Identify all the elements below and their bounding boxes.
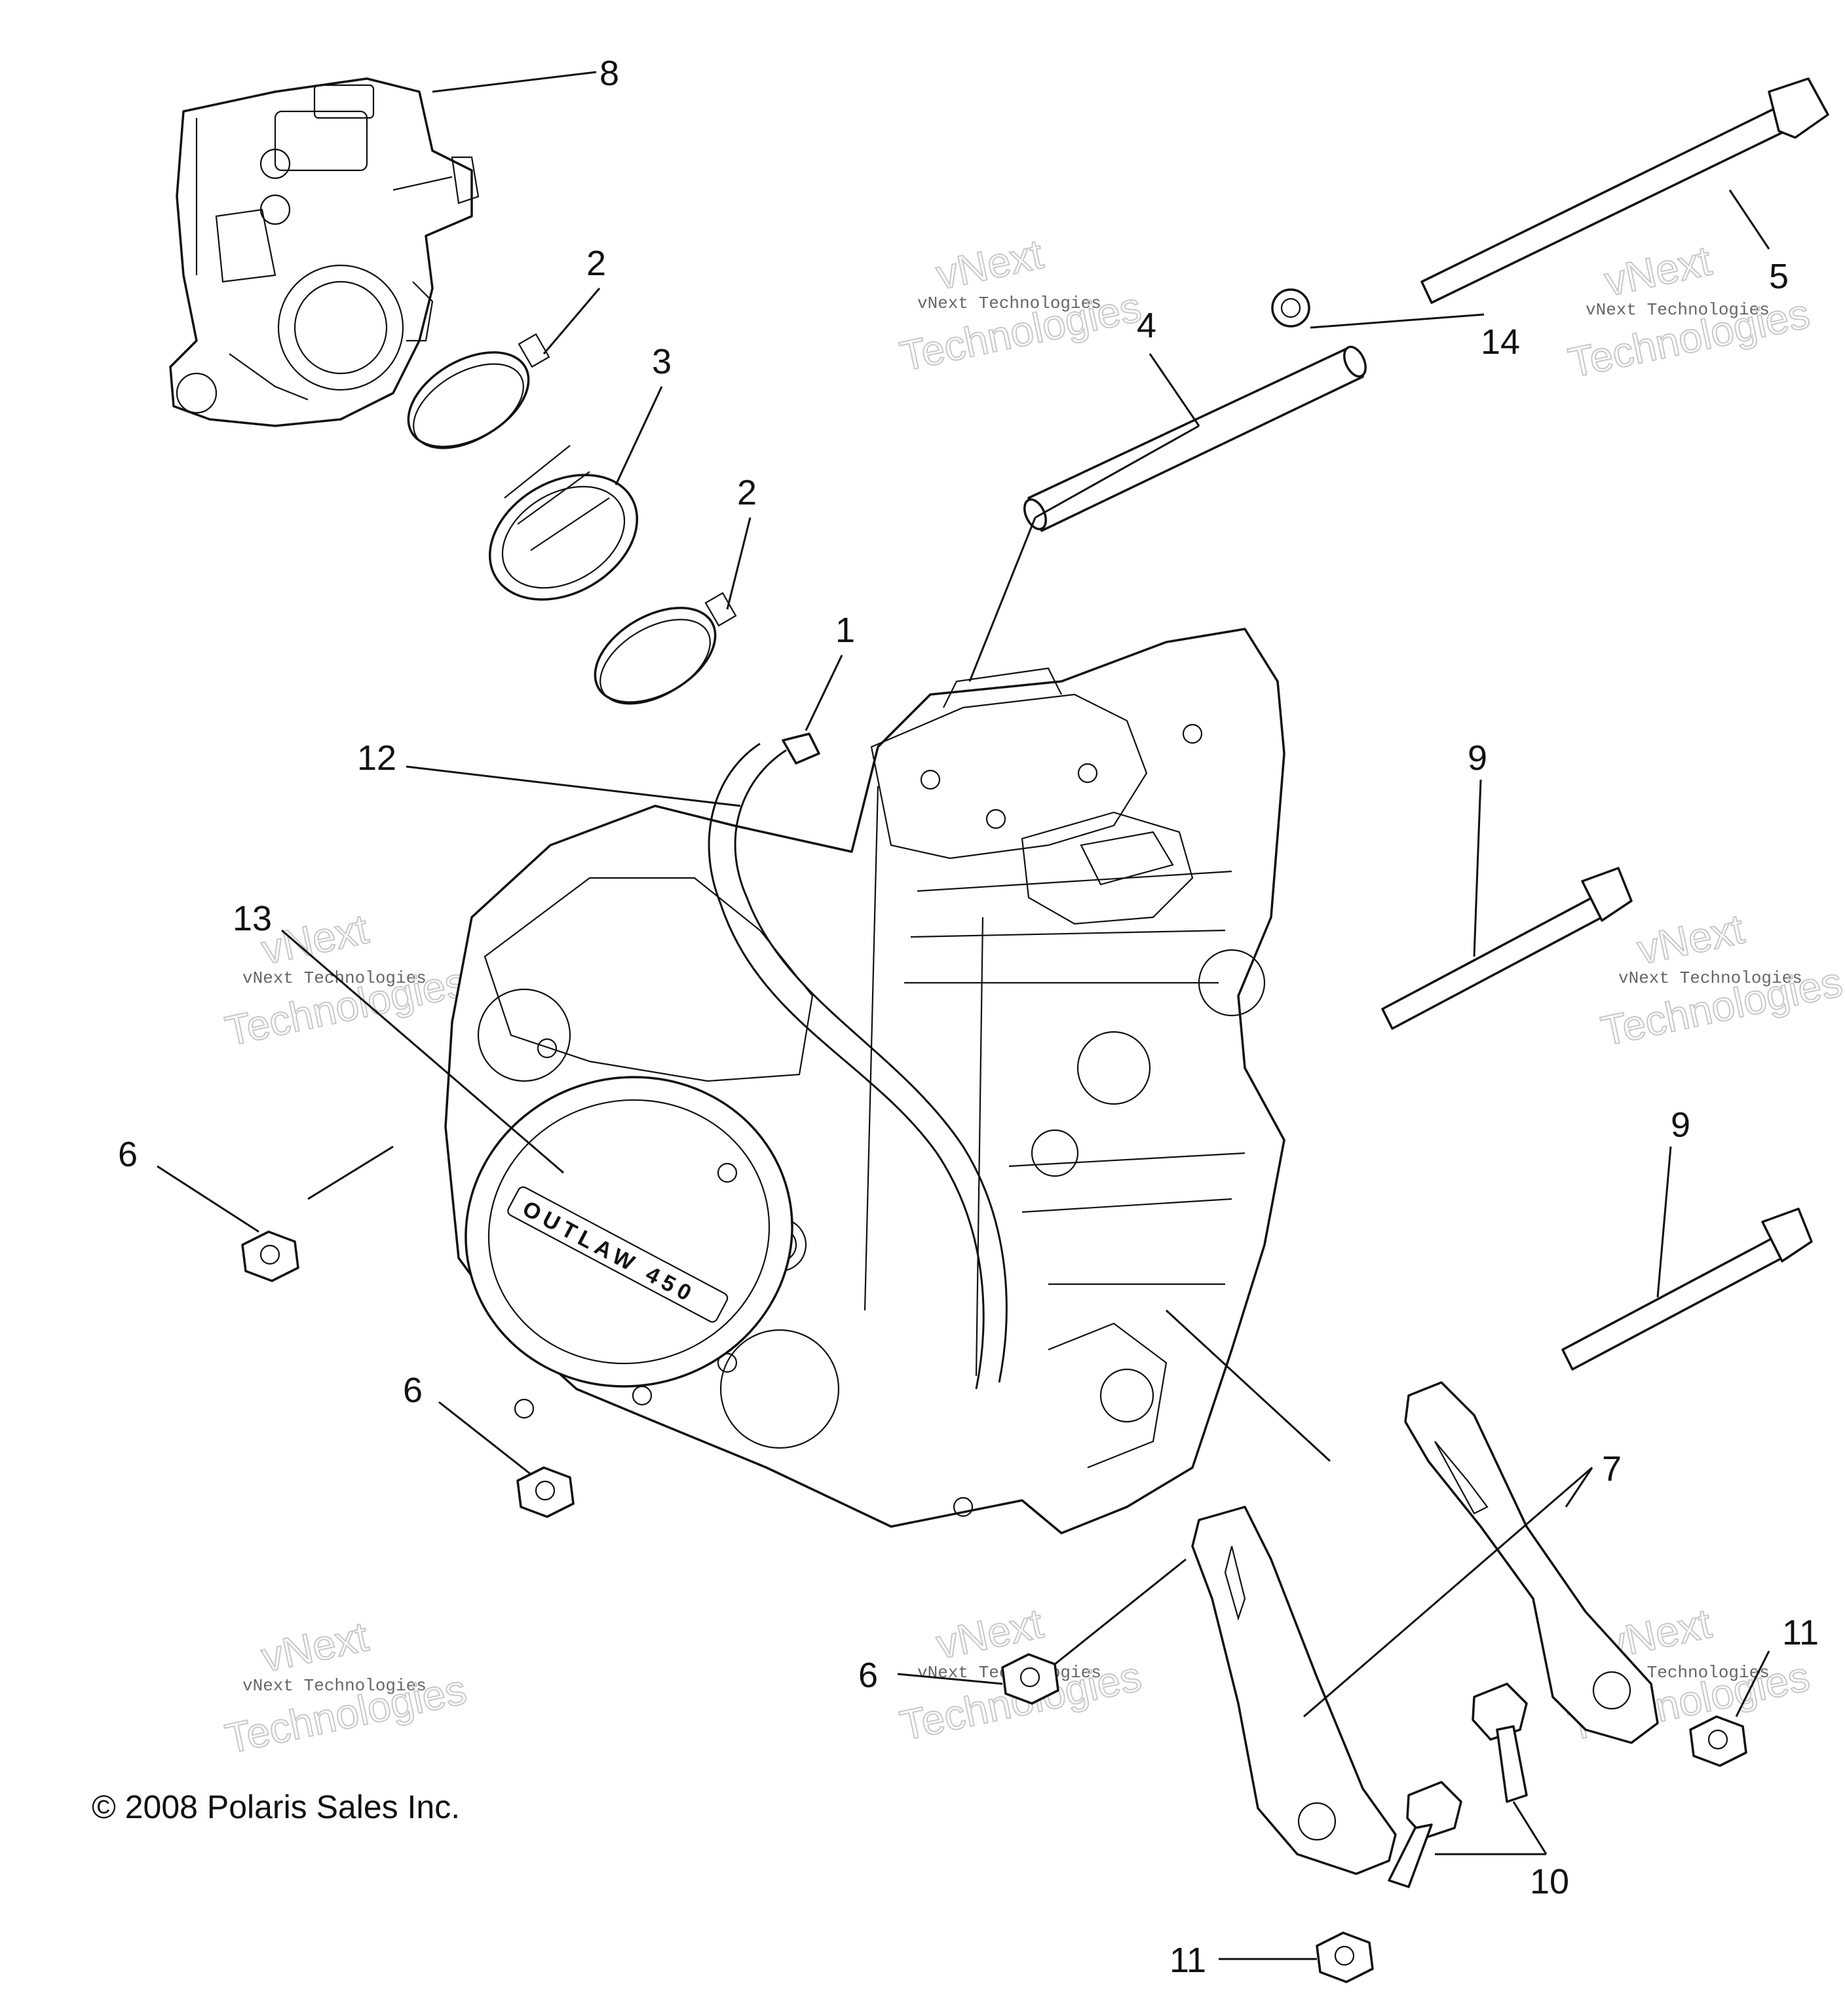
callout-9: 9 <box>1468 738 1487 778</box>
leader-lines <box>157 71 1770 1960</box>
callout-6: 6 <box>858 1656 878 1695</box>
svg-text:vNext Technologies: vNext Technologies <box>242 968 427 988</box>
svg-text:vNext Technologies: vNext Technologies <box>242 1676 427 1696</box>
lock-washer <box>1271 288 1310 328</box>
long-bolt <box>1420 77 1829 304</box>
intake-boot <box>488 445 639 601</box>
mount-bolt-lower <box>1561 1208 1813 1371</box>
callout-2: 2 <box>737 473 757 512</box>
callout-8: 8 <box>599 54 619 93</box>
svg-text:vNext Technologies: vNext Technologies <box>1586 300 1770 320</box>
watermark: vNext vNext Technologies Technologies <box>1564 236 1814 387</box>
clamp-lower <box>594 592 737 705</box>
svg-text:vNext: vNext <box>257 905 372 973</box>
bolt <box>1472 1683 1528 1803</box>
bolt <box>1388 1781 1462 1888</box>
callout-2: 2 <box>586 244 606 283</box>
callout-11: 11 <box>1782 1613 1819 1652</box>
svg-text:vNext: vNext <box>1601 237 1715 305</box>
engine-bracket-left <box>1191 1506 1397 1875</box>
callout-5: 5 <box>1769 257 1789 296</box>
callouts: 8 2 3 2 1 4 5 14 9 9 12 13 6 6 6 7 11 10… <box>118 54 1819 1980</box>
svg-text:vNext: vNext <box>932 230 1047 298</box>
lock-nut <box>1689 1715 1747 1767</box>
flange-nut <box>1001 1653 1059 1705</box>
watermark: vNext vNext Technologies Technologies <box>221 1612 471 1763</box>
callout-14: 14 <box>1481 322 1520 362</box>
callout-11: 11 <box>1170 1941 1206 1980</box>
callout-12: 12 <box>357 738 396 778</box>
svg-text:vNext: vNext <box>1633 905 1748 973</box>
callout-7: 7 <box>1602 1449 1622 1489</box>
svg-text:vNext Technologies: vNext Technologies <box>917 294 1101 313</box>
lock-nut <box>1316 1931 1374 1983</box>
svg-text:vNext: vNext <box>257 1612 372 1681</box>
callout-6: 6 <box>403 1371 423 1410</box>
svg-text:vNext Technologies: vNext Technologies <box>1618 968 1802 988</box>
watermark: vNext vNext Technologies Technologies <box>1597 904 1845 1056</box>
engine-bracket-right <box>1404 1381 1659 1744</box>
callout-3: 3 <box>652 342 672 381</box>
callout-9: 9 <box>1671 1105 1690 1145</box>
fitting <box>782 732 820 765</box>
mount-bolt-upper <box>1381 867 1633 1030</box>
flange-nut <box>516 1466 575 1518</box>
watermark: vNext vNext Technologies Technologies <box>896 229 1146 381</box>
callout-4: 4 <box>1137 306 1156 345</box>
throttle-body <box>169 77 480 427</box>
callout-13: 13 <box>233 899 272 938</box>
callout-1: 1 <box>835 611 855 650</box>
engine-assembly: OUTLAW 450 <box>444 628 1285 1534</box>
spacer-tube <box>1023 345 1367 532</box>
flange-nut <box>241 1230 299 1282</box>
copyright-notice: © 2008 Polaris Sales Inc. <box>92 1789 460 1825</box>
clamp-upper <box>407 333 550 449</box>
callout-6: 6 <box>118 1135 138 1174</box>
callout-10: 10 <box>1530 1862 1569 1901</box>
